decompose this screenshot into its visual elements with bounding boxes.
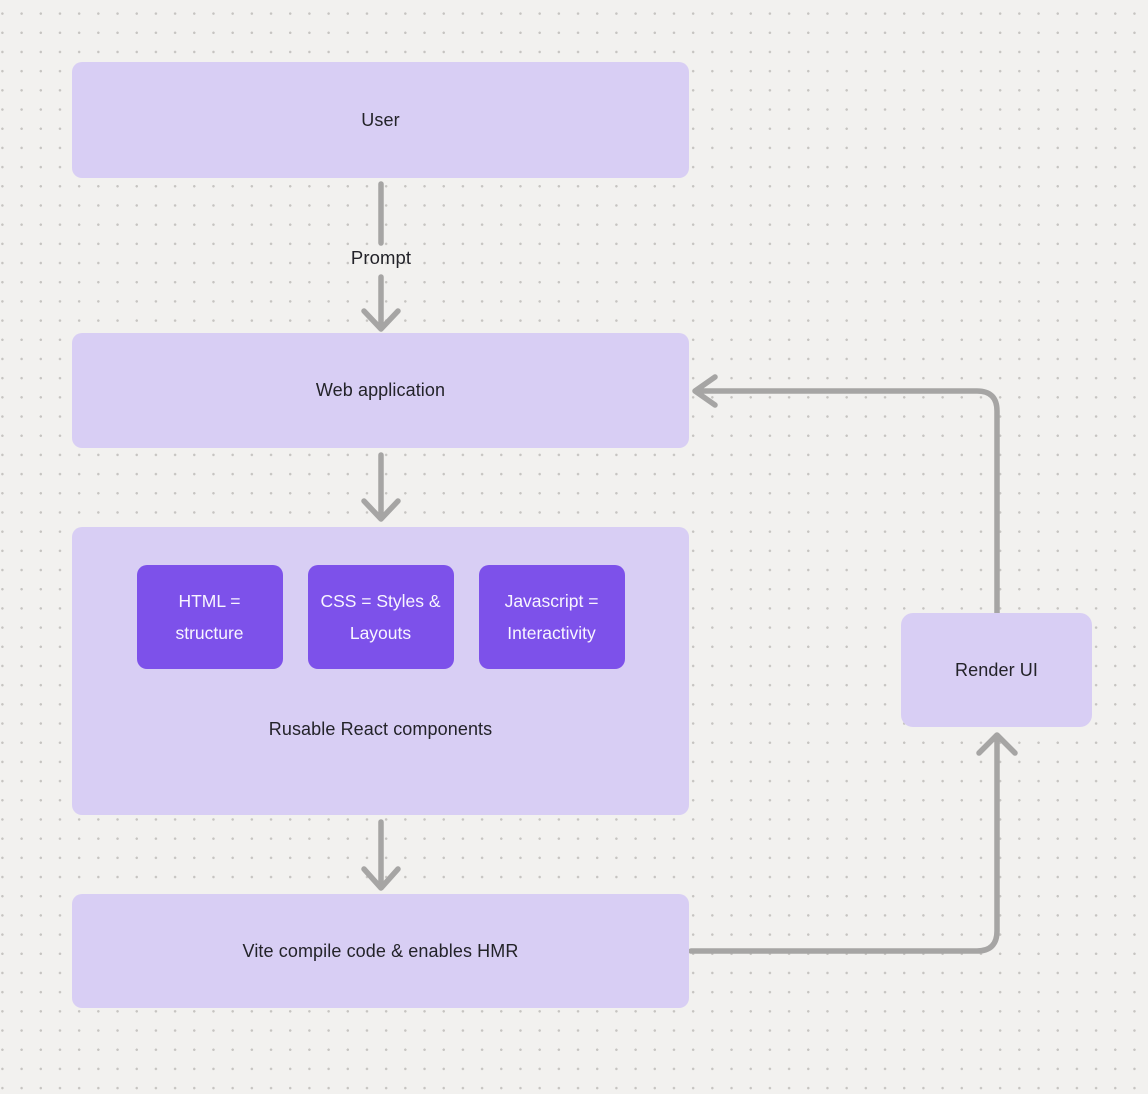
- node-javascript-label: Javascript = Interactivity: [504, 590, 599, 643]
- node-render-ui-label: Render UI: [955, 659, 1038, 680]
- node-html-label: HTML = structure: [175, 590, 244, 643]
- node-vite: Vite compile code & enables HMR: [72, 894, 689, 1008]
- node-web-application: Web application: [72, 333, 689, 448]
- node-html: HTML = structure: [136, 565, 283, 669]
- node-javascript: Javascript = Interactivity: [478, 565, 625, 669]
- node-render-ui: Render UI: [901, 613, 1092, 727]
- group-react-components: HTML = structure CSS = Styles & Layouts …: [72, 527, 689, 815]
- node-css-label: CSS = Styles & Layouts: [320, 590, 441, 643]
- node-vite-label: Vite compile code & enables HMR: [242, 940, 519, 961]
- edge-components-to-vite-arrow: [361, 819, 401, 891]
- edge-webapp-to-components-arrow: [361, 452, 401, 522]
- node-css: CSS = Styles & Layouts: [307, 565, 454, 669]
- edge-vite-to-renderui-arrow: [688, 732, 1018, 954]
- edge-label-prompt: Prompt: [350, 247, 412, 268]
- node-user-label: User: [361, 109, 400, 130]
- edge-prompt-to-webapp-arrow: [361, 274, 401, 332]
- inner-node-row: HTML = structure CSS = Styles & Layouts …: [72, 527, 689, 669]
- group-react-components-label: Rusable React components: [268, 719, 493, 739]
- node-web-application-label: Web application: [315, 380, 446, 400]
- node-user: User: [72, 62, 689, 178]
- edge-renderui-to-webapp-arrow: [692, 374, 1000, 616]
